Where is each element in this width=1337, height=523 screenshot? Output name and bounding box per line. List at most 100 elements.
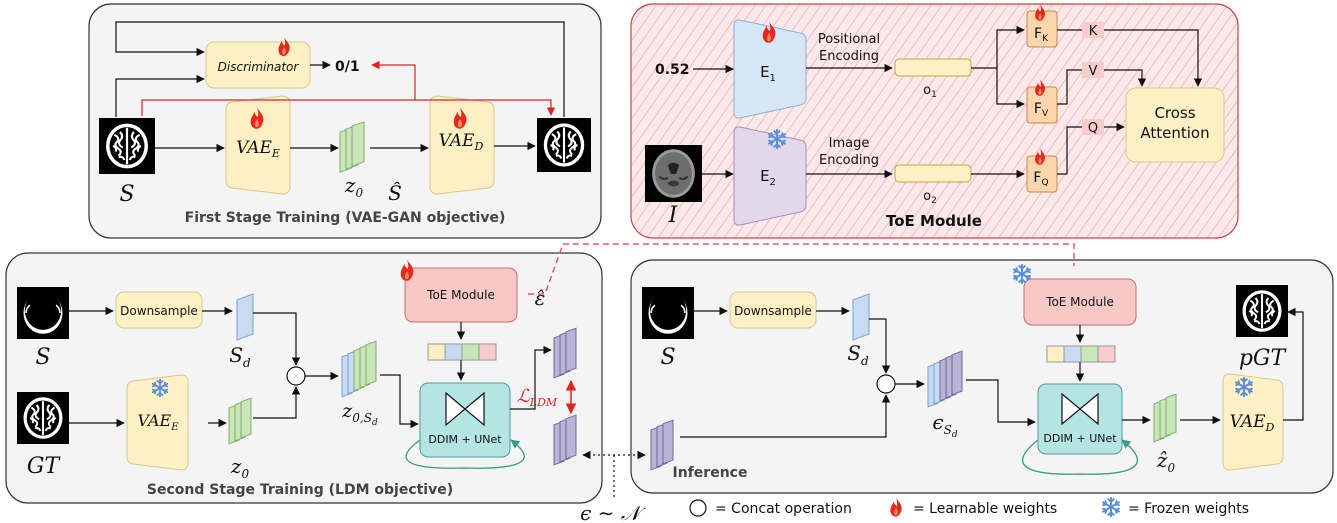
z0-hat-label: ẑ0 xyxy=(1156,448,1176,475)
o2-label: o2 xyxy=(923,189,937,206)
vae-encoder-frozen-shape xyxy=(126,374,189,471)
o2-box xyxy=(894,164,972,183)
unet-box xyxy=(419,382,511,458)
z0-label: z0 xyxy=(344,173,364,200)
sd-latent xyxy=(236,293,254,341)
cross-attention-line1: Cross xyxy=(1154,104,1195,122)
downsample-box xyxy=(115,291,203,329)
gt-label: GT xyxy=(27,454,62,479)
first-stage-feedback-arrows xyxy=(141,60,556,116)
z0-hat-stack xyxy=(1153,393,1177,443)
unet-label: DDIM + UNet xyxy=(428,433,502,446)
o1-box xyxy=(894,58,972,77)
sd-label: Sd xyxy=(229,343,251,370)
image-encoding-line2: Encoding xyxy=(819,153,879,168)
pgt-label: pGT xyxy=(1239,346,1288,371)
arrow xyxy=(510,345,552,410)
unet-loop-arrow xyxy=(1021,439,1139,475)
second-stage-caption: Second Stage Training (LDM objective) xyxy=(147,482,453,498)
first-stage-panel xyxy=(88,3,602,239)
o1-label: o1 xyxy=(923,83,937,100)
brain-output-icon xyxy=(537,118,591,172)
encoder-e1-label: E1 xyxy=(760,63,776,84)
fk-label: FK xyxy=(1034,26,1049,44)
toe-dashed-connector xyxy=(528,243,1075,295)
toe-caption: ToE Module xyxy=(886,212,982,230)
bowtie-icon xyxy=(1061,392,1099,426)
embedding-bar xyxy=(1046,345,1116,363)
legend-frozen-label: = Frozen weights xyxy=(1128,501,1249,517)
concat-circle xyxy=(876,374,896,394)
loss-label: ℒLDM xyxy=(517,386,558,409)
bowtie-icon xyxy=(445,391,485,427)
legend-concat-icon xyxy=(689,499,707,517)
legend-concat-label: = Concat operation xyxy=(715,501,852,517)
encoder-e2-shape xyxy=(733,126,807,226)
s-hat-label: Ŝ xyxy=(388,180,402,205)
z0-stack xyxy=(228,397,252,445)
z0-sd-label: z0,Sd xyxy=(341,400,378,428)
noise-stack xyxy=(553,414,577,466)
positional-encoding-line1: Positional xyxy=(818,32,880,47)
concat-arrows xyxy=(253,312,339,419)
z0-sd-stack xyxy=(341,340,377,398)
unet-box xyxy=(1037,383,1123,455)
cross-attention-line2: Attention xyxy=(1140,124,1209,142)
toe-module-label: ToE Module xyxy=(426,288,495,302)
vae-decoder-frozen-shape xyxy=(1222,373,1284,471)
mask-input-icon xyxy=(17,287,69,339)
arrow xyxy=(380,374,419,429)
eps-hat-stack xyxy=(553,327,577,379)
z0-label: z0 xyxy=(230,454,250,481)
eps-sd-label: ϵSd xyxy=(932,410,957,440)
v-tag xyxy=(1082,62,1104,78)
v-label: V xyxy=(1089,64,1098,79)
s-label: S xyxy=(35,345,50,370)
fv-label: FV xyxy=(1034,101,1049,119)
unet-label: DDIM + UNet xyxy=(1043,432,1117,445)
inference-concat-arrows xyxy=(680,318,925,438)
sd-latent xyxy=(852,293,870,341)
q-label: Q xyxy=(1088,121,1098,136)
sd-label: Sd xyxy=(847,341,869,368)
noise-label: ϵ ∼ 𝒩 xyxy=(580,501,646,523)
legend-learnable-label: = Learnable weights xyxy=(913,501,1057,517)
inference-caption: Inference xyxy=(673,465,748,481)
downsample-label: Downsample xyxy=(120,304,198,318)
unet-loop-arrow xyxy=(405,439,525,469)
embedding-bar xyxy=(427,343,497,361)
arrow xyxy=(966,379,1036,427)
noise-input-stack xyxy=(650,419,674,471)
downsample-box xyxy=(729,291,817,329)
arrow xyxy=(1283,307,1304,421)
legend-snowflake-icon xyxy=(1102,496,1120,518)
ct-image-icon xyxy=(645,145,702,202)
vae-decoder-label: VAED xyxy=(439,131,484,153)
vae-encoder-label: VAEE xyxy=(236,138,280,160)
vae-encoder-frozen-label: VAEE xyxy=(137,411,179,433)
legend-flame-icon xyxy=(890,497,902,517)
mask-input-icon xyxy=(642,287,694,339)
scalar-input: 0.52 xyxy=(655,62,690,78)
eps-hat-label: ε̂ xyxy=(535,286,546,310)
k-label: K xyxy=(1089,24,1098,39)
fq-label: FQ xyxy=(1033,170,1048,188)
positional-encoding-line2: Encoding xyxy=(819,49,879,64)
q-tag xyxy=(1082,119,1104,135)
toe-module-label: ToE Module xyxy=(1045,295,1114,309)
input-s-label: S xyxy=(119,182,134,207)
latent-z0-stack xyxy=(339,121,365,173)
concat-circle xyxy=(286,366,306,386)
gt-brain-icon xyxy=(17,392,69,444)
encoder-e1-shape xyxy=(733,19,807,119)
downsample-label: Downsample xyxy=(734,304,812,318)
pgt-brain-icon xyxy=(1236,285,1288,337)
encoder-e2-label: E2 xyxy=(760,167,776,188)
brain-input-icon xyxy=(99,118,155,174)
vae-decoder-frozen-label: VAED xyxy=(1230,412,1275,434)
s-label: S xyxy=(660,345,675,370)
image-encoding-line1: Image xyxy=(829,136,870,151)
eps-sd-stack xyxy=(927,350,963,408)
first-stage-arrows xyxy=(115,21,565,153)
